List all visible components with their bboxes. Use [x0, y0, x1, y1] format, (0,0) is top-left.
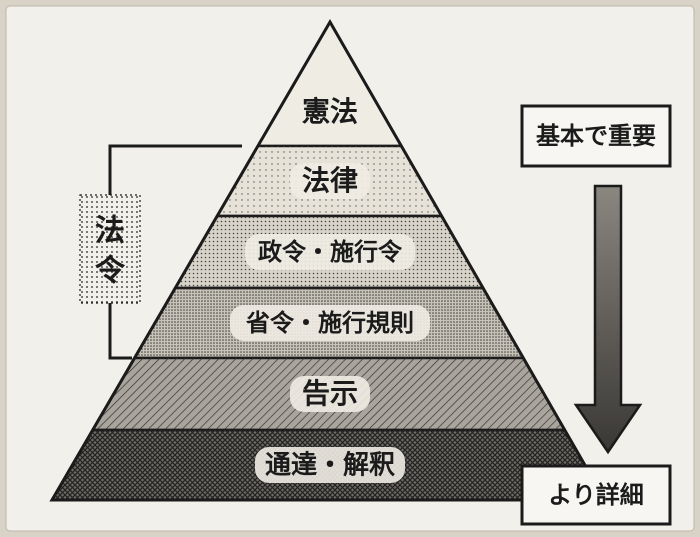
tier-label-5: 告示	[302, 377, 358, 410]
top-box: 基本で重要	[520, 104, 672, 168]
tier-label-bg-5	[290, 376, 370, 412]
bottom-box-label: より詳細	[548, 481, 644, 509]
tier-label-4: 省令・施行規則	[245, 309, 414, 337]
top-box-frame	[520, 104, 672, 168]
bracket-label-char-1: 法	[95, 214, 125, 249]
bracket-label-box	[79, 194, 141, 304]
tier-label-bg-2	[290, 163, 370, 199]
tier-label-bg-4	[230, 305, 430, 341]
pyramid-outline	[49, 19, 608, 502]
down-arrow	[573, 184, 643, 455]
tier-label-bg-3	[245, 234, 415, 270]
top-box-label: 基本で重要	[536, 122, 656, 150]
bottom-box: より詳細	[520, 464, 672, 526]
tier-label-3: 政令・施行令	[258, 238, 403, 266]
arrow-shape	[573, 184, 643, 455]
bracket-label-char-2: 令	[95, 254, 126, 289]
tier-label-2: 法律	[302, 164, 358, 197]
tier-label-6: 通達・解釈	[265, 451, 395, 481]
tier-label-1: 憲法	[302, 95, 358, 128]
bottom-box-frame	[520, 464, 672, 526]
law-bracket: 法 令	[79, 144, 242, 360]
tier-label-bg-6	[255, 447, 405, 483]
